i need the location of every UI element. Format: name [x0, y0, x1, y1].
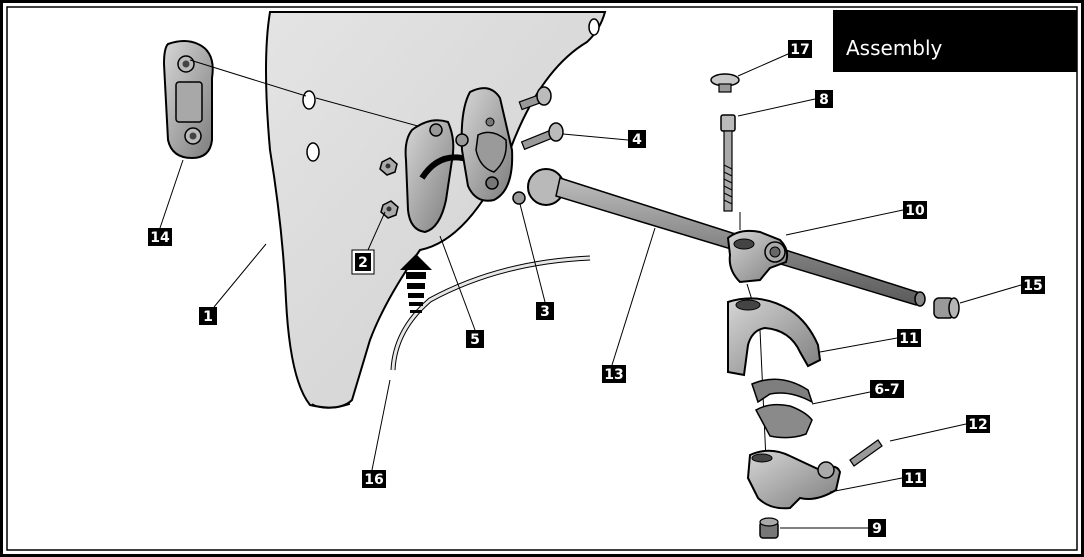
callout-11-upper: 11: [897, 329, 921, 347]
callout-12: 12: [966, 415, 990, 433]
callout-15: 15: [1021, 276, 1045, 294]
callout-10: 10: [903, 201, 927, 219]
callout-leader: [519, 203, 546, 303]
svg-text:15: 15: [1023, 278, 1042, 294]
up-arrow-icon: [400, 254, 432, 313]
callout-leader: [371, 379, 391, 471]
callout-leader: [611, 227, 656, 366]
assembly-line: [746, 283, 753, 301]
callout-2: 2: [351, 249, 375, 275]
callout-9: 9: [868, 519, 886, 537]
pin: [849, 439, 883, 467]
lower-clamp: [746, 449, 842, 510]
svg-text:6-7: 6-7: [874, 382, 899, 398]
clamp-head: [726, 229, 789, 284]
callout-1: 1: [199, 307, 217, 325]
callout-leader: [889, 423, 967, 442]
callout-leader: [819, 337, 898, 353]
svg-text:5: 5: [470, 332, 480, 348]
callout-leader: [213, 243, 267, 308]
callout-leader: [737, 53, 789, 77]
mount-block: [460, 87, 514, 202]
svg-text:14: 14: [150, 230, 170, 246]
svg-text:4: 4: [632, 132, 642, 148]
bolt-cap: [710, 73, 740, 93]
svg-text:10: 10: [905, 203, 925, 219]
callout-leader: [737, 98, 816, 117]
upper-clamp: [727, 297, 822, 377]
callout-13: 13: [602, 365, 626, 383]
inner-border: [6, 6, 1078, 551]
callout-14: 14: [148, 228, 172, 246]
callout-3: 3: [536, 302, 554, 320]
mount-hole: [588, 18, 600, 36]
screw: [518, 86, 552, 111]
small-screw: [455, 133, 469, 147]
svg-text:11: 11: [904, 471, 923, 487]
callout-8: 8: [815, 90, 833, 108]
svg-text:3: 3: [540, 304, 550, 320]
header-tab: Assembly: [833, 10, 1077, 72]
svg-text:11: 11: [899, 331, 918, 347]
small-screw: [512, 191, 526, 205]
end-cap: [933, 297, 960, 319]
svg-text:2: 2: [358, 255, 368, 271]
callout-4: 4: [628, 130, 646, 148]
hex-nut: [379, 157, 398, 176]
assembly-line: [315, 97, 426, 129]
mount-hole: [302, 90, 316, 110]
svg-text:1: 1: [203, 309, 213, 325]
cover-plate: [162, 40, 214, 160]
svg-text:9: 9: [872, 521, 882, 537]
screw: [520, 122, 564, 151]
svg-text:8: 8: [819, 92, 829, 108]
callout-leader: [785, 209, 904, 236]
callout-leader: [562, 133, 629, 141]
callout-leader: [439, 235, 476, 331]
mount-hole: [306, 142, 320, 162]
callout-leader: [367, 211, 386, 251]
hex-nut: [380, 200, 399, 219]
callout-leader: [959, 284, 1022, 304]
callout-leader: [829, 477, 903, 493]
callout-leader: [811, 391, 871, 405]
svg-text:12: 12: [968, 417, 987, 433]
svg-text:17: 17: [790, 42, 809, 58]
svg-text:16: 16: [364, 472, 383, 488]
callout-16: 16: [362, 470, 386, 488]
callout-6-7: 6-7: [870, 380, 904, 398]
rubber-insert: [751, 378, 814, 439]
bottom-nut: [759, 517, 779, 539]
svg-text:13: 13: [604, 367, 623, 383]
callout-5: 5: [466, 330, 484, 348]
callout-11-lower: 11: [902, 469, 926, 487]
callout-17: 17: [788, 40, 812, 58]
page-title: Assembly: [846, 36, 943, 60]
assembly-line: [189, 59, 307, 97]
bolt: [720, 114, 736, 212]
callout-leader: [159, 159, 184, 229]
